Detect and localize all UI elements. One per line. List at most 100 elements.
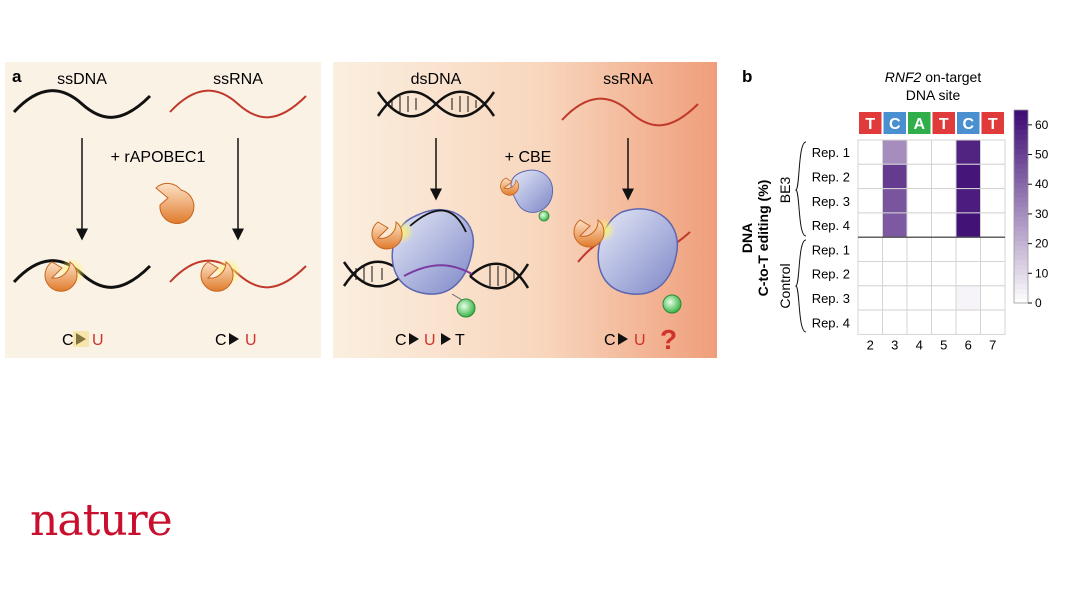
heatmap-cell: [857, 212, 883, 238]
group-label-control: Control: [777, 263, 793, 308]
svg-text:C: C: [604, 332, 616, 349]
colorbar-segment: [1014, 143, 1028, 150]
heatmap-cell: [882, 309, 908, 335]
column-label: 5: [940, 337, 947, 352]
edit-arrow-icon: [229, 333, 239, 345]
colorbar-tick-label: 40: [1035, 177, 1049, 191]
colorbar-segment: [1014, 211, 1028, 217]
colorbar-segment: [1014, 235, 1028, 241]
heatmap-cell: [857, 236, 883, 262]
heatmap-cell: [980, 188, 1006, 214]
colorbar-segment: [1014, 274, 1028, 280]
colorbar-segment: [1014, 259, 1028, 265]
heatmap-cell: [882, 285, 908, 311]
heatmap-cell: [882, 188, 908, 214]
sequence-box: [957, 112, 980, 134]
ssdna-strand: [12, 89, 152, 119]
colorbar-segment: [1014, 187, 1028, 193]
heatmap-cell: [980, 309, 1006, 335]
heatmap-cells: [857, 139, 1006, 335]
row-label: Rep. 2: [812, 169, 850, 184]
colorbar-segment: [1014, 196, 1028, 203]
colorbar-tick-label: 60: [1035, 118, 1049, 132]
heatmap-title: RNF2 on-target: [885, 69, 982, 85]
group-label-be3: BE3: [777, 177, 793, 204]
cbe-deaminase-bound-dsdna-icon: [371, 220, 403, 250]
result-ssrna-left: C U: [215, 332, 257, 349]
label-rapobec1: + rAPOBEC1: [111, 149, 206, 166]
heatmap-cell: [906, 139, 932, 165]
colorbar-segment: [1014, 167, 1028, 174]
heatmap-cell: [980, 261, 1006, 287]
colorbar-segment: [1014, 220, 1028, 227]
colorbar-tick-label: 10: [1035, 266, 1049, 280]
ugi-domain-icon: [456, 298, 476, 318]
sequence-base: C: [962, 116, 974, 133]
heatmap-cell: [882, 236, 908, 262]
result-dsdna: C U T: [395, 332, 465, 349]
sequence-box: [932, 112, 955, 134]
sgrna-strand: [403, 264, 473, 277]
colorbar-segment: [1014, 254, 1028, 261]
displaced-strand: [409, 209, 467, 233]
heatmap-cell: [882, 139, 908, 165]
colorbar-segment: [1014, 293, 1028, 299]
label-ssdna: ssDNA: [57, 71, 107, 88]
column-label: 2: [867, 337, 874, 352]
colorbar-segment: [1014, 230, 1028, 237]
heatmap-cell: [931, 188, 957, 214]
ssrna-strand-right: [561, 97, 699, 127]
column-label: 6: [965, 337, 972, 352]
sequence-base: T: [939, 116, 949, 133]
linker: [451, 293, 463, 301]
ssrna-strand-left: [169, 89, 307, 119]
y-axis-label-line2: C-to-T editing (%): [755, 180, 771, 297]
ugi-domain-right-icon: [662, 294, 682, 314]
colorbar-tick-label: 30: [1035, 207, 1049, 221]
colorbar-tick-label: 0: [1035, 296, 1042, 310]
colorbar-segment: [1014, 288, 1028, 294]
heatmap-cell: [857, 163, 883, 190]
colorbar-segment: [1014, 129, 1028, 135]
cbe-complex-icon: [500, 169, 554, 222]
heatmap-cell: [906, 212, 932, 238]
svg-text:T: T: [455, 332, 465, 349]
sequence-base: T: [988, 116, 998, 133]
colorbar-segment: [1014, 163, 1028, 169]
sequence-base: A: [913, 116, 925, 133]
heatmap-cell: [857, 261, 883, 287]
heatmap-cell: [882, 261, 908, 287]
colorbar-tick-label: 20: [1035, 237, 1049, 251]
sequence-box: [908, 112, 931, 134]
colorbar-frame: [1013, 109, 1029, 304]
colorbar-segment: [1014, 114, 1028, 121]
svg-text:C: C: [62, 332, 74, 349]
heatmap-cell: [931, 236, 957, 262]
heatmap-cell: [980, 236, 1006, 262]
heatmap-cell: [955, 261, 981, 287]
heatmap-cell: [931, 261, 957, 287]
rapobec1-enzyme-icon: [155, 182, 195, 224]
colorbar-segment: [1014, 158, 1028, 164]
heatmap-cell: [980, 139, 1006, 165]
heatmap-cell: [931, 163, 957, 190]
bracket-control: [794, 239, 807, 333]
column-label: 7: [989, 337, 996, 352]
colorbar-segment: [1014, 177, 1028, 183]
result-ssrna-right: C U ?: [604, 324, 677, 355]
svg-text:U: U: [245, 332, 257, 349]
nature-logo: nature: [30, 495, 173, 546]
heatmap-cell: [955, 212, 981, 238]
sequence-box: [981, 112, 1004, 134]
sequence-base: C: [889, 116, 901, 133]
colorbar-segment: [1014, 216, 1028, 222]
heatmap-cell: [857, 285, 883, 311]
label-ssrna-left: ssRNA: [213, 71, 263, 88]
rapobec1-bound-ssdna-icon: [44, 261, 78, 292]
heatmap-subtitle: DNA site: [906, 87, 961, 103]
colorbar-segment: [1014, 225, 1028, 232]
heatmap-cell: [955, 309, 981, 335]
colorbar-segment: [1014, 264, 1028, 270]
